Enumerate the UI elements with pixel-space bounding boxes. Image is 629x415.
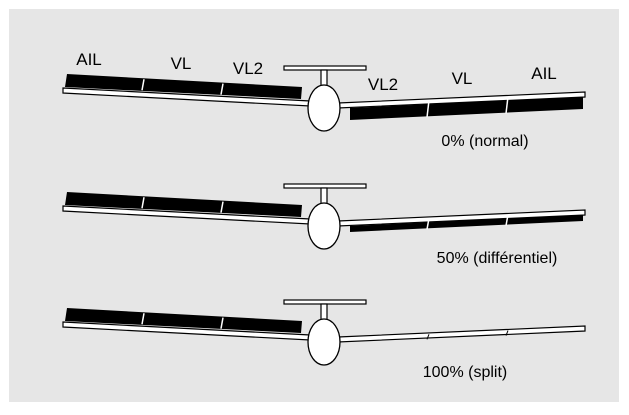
fuselage (307, 84, 341, 132)
right-control-surfaces (350, 215, 583, 232)
left-surface-divider (141, 197, 145, 209)
caption-split: 100% (split) (423, 364, 507, 381)
aircraft-normal (62, 65, 586, 132)
right-control-surfaces (350, 97, 583, 120)
label-vl-left: VL (171, 54, 192, 73)
right-surface-divider (426, 100, 430, 118)
aircraft-differential (62, 183, 586, 250)
left-surface-divider (220, 83, 224, 95)
left-control-surfaces (65, 192, 302, 217)
right-surface-divider (426, 218, 430, 230)
left-control-surfaces (65, 308, 302, 333)
caption-normal: 0% (normal) (441, 133, 528, 150)
right-surface-divider (505, 330, 509, 336)
right-surface-divider (426, 334, 430, 340)
tailplane (283, 183, 367, 189)
label-ail-left: AIL (76, 50, 102, 69)
label-vl2-left: VL2 (233, 59, 263, 78)
tailplane (283, 299, 367, 305)
right-surface-divider (505, 96, 509, 114)
label-vl-right: VL (452, 69, 473, 88)
left-surface-divider (141, 79, 145, 91)
fuselage (307, 318, 341, 366)
label-ail-right: AIL (531, 64, 557, 83)
aircraft-split (62, 299, 586, 366)
left-surface-divider (220, 201, 224, 213)
label-vl2-right: VL2 (368, 75, 398, 94)
left-control-surfaces (65, 74, 302, 99)
left-surface-divider (141, 313, 145, 325)
left-surface-divider (220, 317, 224, 329)
fuselage (307, 202, 341, 250)
caption-differential: 50% (différentiel) (437, 250, 558, 267)
right-surface-divider (505, 214, 509, 226)
